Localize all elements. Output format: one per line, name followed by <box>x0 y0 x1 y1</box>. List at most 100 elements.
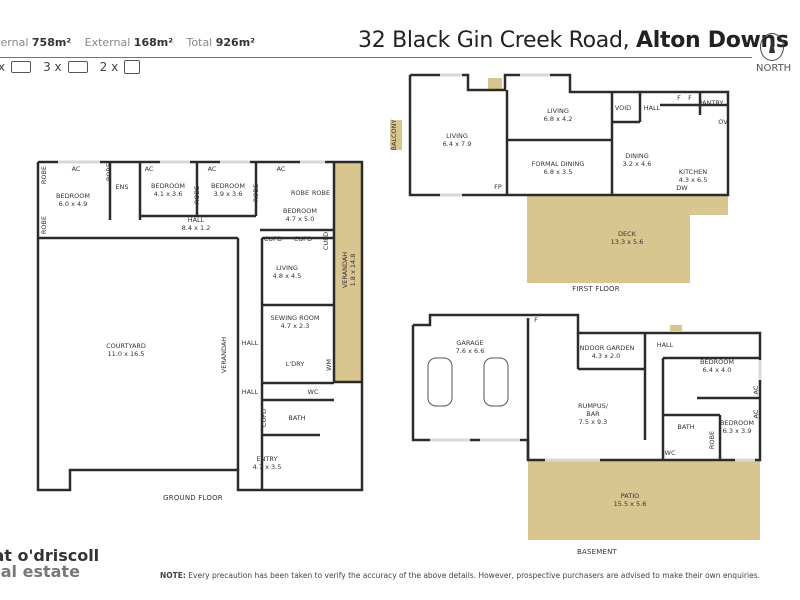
ground-outer-wall <box>36 160 364 492</box>
room-dimensions: 4.3 x 2.0 <box>591 352 621 360</box>
room-name: BALCONY <box>390 119 398 151</box>
logo-line2: real estate <box>0 562 80 581</box>
room-label: AC <box>752 410 760 419</box>
room-name: ENS <box>115 183 129 191</box>
room-name: BEDROOM <box>283 207 317 215</box>
room-name: HALL <box>241 339 259 347</box>
room-label: ROBE <box>708 431 716 449</box>
stair-first <box>488 78 502 90</box>
room-name: AC <box>752 409 760 419</box>
balcony-area <box>390 120 402 150</box>
room-name: CUPD <box>263 235 283 243</box>
room-label: AC <box>752 386 760 395</box>
room-name: AC <box>144 165 154 173</box>
stair-basement <box>670 325 682 331</box>
car-count: 2 x <box>99 60 119 74</box>
room-label: WC <box>665 449 676 457</box>
room-label: AC <box>208 165 217 173</box>
room-dimensions: 7.6 x 6.6 <box>455 347 485 355</box>
room-label: VOID <box>615 104 631 112</box>
room-label: ROBE <box>40 216 48 234</box>
room-name: DINING <box>625 152 649 160</box>
floor-title: FIRST FLOOR <box>572 285 620 293</box>
room-name: ROBE <box>105 162 113 182</box>
room-name: WC <box>307 388 319 396</box>
room-name: ROBE <box>311 189 331 197</box>
room-name: SEWING ROOM <box>270 314 320 322</box>
floor-title: GROUND FLOOR <box>163 494 223 502</box>
room-name: PATIO <box>620 492 640 500</box>
room-label: BATH <box>677 423 694 431</box>
deck-area <box>527 195 728 283</box>
room-dimensions: 11.0 x 16.5 <box>107 350 145 358</box>
room-label: FP <box>494 183 502 191</box>
internal-label: Internal <box>0 36 29 49</box>
room-name: HALL <box>241 388 259 396</box>
room-name: WC <box>664 449 676 457</box>
compass-icon <box>760 33 784 61</box>
room-name: VERANDAH <box>341 251 349 289</box>
room-name: HALL <box>656 341 674 349</box>
room-name: LIVING <box>547 107 569 115</box>
room-name: COURTYARD <box>106 342 146 350</box>
room-dimensions: 6.8 x 3.5 <box>543 168 573 176</box>
room-label: CUPD <box>260 409 268 427</box>
header-divider <box>0 57 752 58</box>
room-name: HALL <box>187 216 205 224</box>
room-name: BEDROOM <box>56 192 90 200</box>
room-label: ROBE <box>193 186 201 204</box>
room-name: ROBE <box>193 185 201 205</box>
room-label: ROBE <box>252 184 260 202</box>
room-label: AC <box>72 165 81 173</box>
room-dimensions: 7.5 x 9.3 <box>578 418 608 426</box>
room-dimensions: 4.7 x 5.0 <box>285 215 315 223</box>
car-icon <box>124 60 141 74</box>
room-label: WC <box>308 388 319 396</box>
room-name: INDOOR GARDEN <box>577 344 635 352</box>
room-label: CUPD <box>294 235 312 243</box>
room-label: VERANDAH <box>220 337 228 373</box>
room-name: WM <box>325 358 333 372</box>
note-label: NOTE: <box>160 571 186 580</box>
room-dimensions: 4.3 x 6.5 <box>678 176 708 184</box>
room-label: WM <box>325 359 333 371</box>
note-text: Every precaution has been taken to verif… <box>185 571 760 580</box>
room-label: DW <box>676 184 687 192</box>
page-title: 32 Black Gin Creek Road, Alton Downs <box>358 28 789 53</box>
room-dimensions: 6.4 x 4.0 <box>702 366 732 374</box>
room-name: L'DRY <box>285 360 305 368</box>
bath-icon <box>67 61 88 73</box>
room-label: AC <box>277 165 286 173</box>
room-label: ROBE <box>40 166 48 184</box>
room-label: CUPD <box>322 232 330 250</box>
compass-label: NORTH <box>756 63 792 74</box>
room-label: HALL <box>657 341 674 349</box>
room-name: FORMAL DINING <box>531 160 585 168</box>
room-name: BEDROOM <box>211 182 245 190</box>
room-dimensions: 6.0 x 4.9 <box>58 200 88 208</box>
room-name: F <box>688 94 692 102</box>
room-label: ROBE <box>291 189 309 197</box>
internal-value: 758m² <box>31 36 72 49</box>
bed-icon <box>11 61 32 73</box>
car-icon <box>483 357 509 407</box>
bedroom-count: x <box>0 60 6 74</box>
room-name: ENTRY <box>256 455 278 463</box>
room-label: CUPD <box>264 235 282 243</box>
external-label: External <box>84 36 131 49</box>
floor-title: BASEMENT <box>576 548 618 556</box>
